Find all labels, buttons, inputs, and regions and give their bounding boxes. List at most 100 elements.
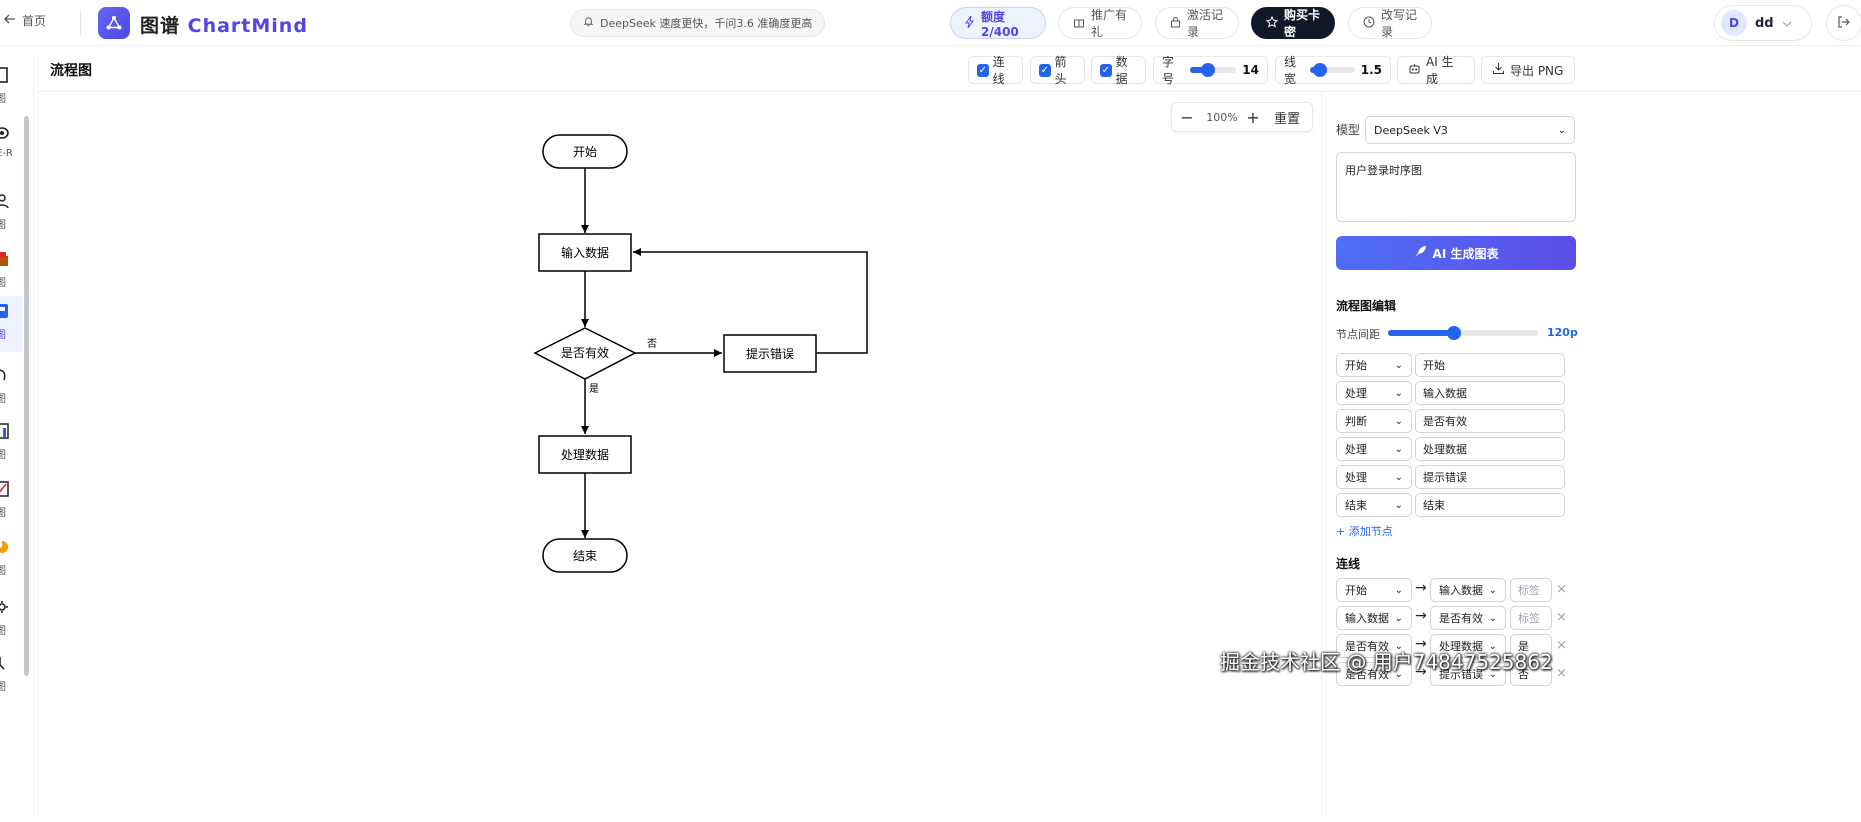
lines-checkbox-label: 连线 xyxy=(992,55,1005,86)
edge-from-value: 开始 xyxy=(1345,584,1367,597)
buy-key-button[interactable]: 购买卡密 xyxy=(1251,7,1335,39)
chevron-down-icon: ⌄ xyxy=(1394,415,1403,427)
edge-from-select[interactable]: 输入数据⌄ xyxy=(1336,606,1412,630)
watermark: 掘金技术社区 @ 用户7484752586​2 xyxy=(1220,650,1553,674)
node-text-input[interactable]: 提示错误 xyxy=(1415,465,1565,489)
logout-icon xyxy=(1837,14,1851,33)
zoom-out-button[interactable]: − xyxy=(1180,107,1194,127)
node-text-input[interactable]: 输入数据 xyxy=(1415,381,1565,405)
node-text-input[interactable]: 开始 xyxy=(1415,353,1565,377)
sidebar-item-label: 图 xyxy=(0,622,6,637)
close-icon[interactable]: × xyxy=(1556,582,1567,597)
prompt-textarea[interactable]: 用户登录时序图 xyxy=(1336,152,1576,222)
edge-to-select[interactable]: 提示错误⌄ xyxy=(1430,662,1506,686)
font-size-control: 字号 14 xyxy=(1153,55,1268,86)
edge-to-value: 是否有效 xyxy=(1439,612,1483,625)
ai-generate-chart-button[interactable]: AI 生成图表 xyxy=(1336,236,1576,270)
sidebar-item-people[interactable]: 图 xyxy=(0,186,22,242)
node-type-select[interactable]: 结束⌄ xyxy=(1336,493,1412,517)
export-png-button[interactable]: 导出 PNG xyxy=(1481,56,1575,84)
rewrite-history-button[interactable]: 改写记录 xyxy=(1348,7,1432,39)
sidebar-item-hand[interactable]: 图 xyxy=(0,360,22,416)
node-type-select[interactable]: 处理⌄ xyxy=(1336,437,1412,461)
sidebar-item-bar[interactable]: 图 xyxy=(0,416,22,472)
edge-no-label: 否 xyxy=(647,338,657,350)
reset-zoom-button[interactable]: 重置 xyxy=(1273,111,1300,127)
sidebar-item-doc[interactable]: 图 xyxy=(0,60,22,116)
arrow-right-icon: → xyxy=(1415,608,1427,624)
slider-thumb[interactable] xyxy=(1200,63,1215,77)
edge-from-value: 是否有效 xyxy=(1345,668,1389,681)
page-title: 流程图 xyxy=(50,63,92,79)
edge-label-input[interactable]: 是 xyxy=(1510,634,1552,658)
slider-thumb[interactable] xyxy=(1313,63,1328,77)
app-logo[interactable] xyxy=(98,7,130,39)
node-decision-label: 是否有效 xyxy=(561,345,609,360)
node-type-value: 判断 xyxy=(1345,415,1367,428)
check-icon: ✓ xyxy=(1100,63,1112,77)
activation-button[interactable]: 激活记录 xyxy=(1155,7,1239,39)
edge-to-select[interactable]: 处理数据⌄ xyxy=(1430,634,1506,658)
editor-toolbar: 流程图 ✓ 连线 ✓ 箭头 ✓ 数据 字号 14 线宽 1.5 AI 生成 xyxy=(35,46,1861,92)
promo-button[interactable]: 推广有礼 xyxy=(1058,7,1142,39)
close-icon[interactable]: × xyxy=(1556,610,1567,625)
ai-generate-button[interactable]: AI 生成 xyxy=(1397,55,1475,86)
user-menu[interactable]: D dd xyxy=(1714,5,1812,41)
ai-generate-label: AI 生成 xyxy=(1426,55,1454,86)
chevron-down-icon: ⌄ xyxy=(1394,359,1403,371)
star-icon xyxy=(1265,15,1279,31)
edge-to-select[interactable]: 输入数据⌄ xyxy=(1430,578,1506,602)
sidebar-item-er[interactable]: E-R xyxy=(0,118,22,174)
node-type-select[interactable]: 处理⌄ xyxy=(1336,465,1412,489)
brand-cn: 图谱 xyxy=(140,15,181,37)
node-text-input[interactable]: 处理数据 xyxy=(1415,437,1565,461)
chevron-down-icon: ⌄ xyxy=(1394,387,1403,399)
lines-checkbox[interactable]: ✓ 连线 xyxy=(968,55,1023,86)
font-size-slider[interactable] xyxy=(1189,63,1237,77)
edge-label-input[interactable]: 标签 xyxy=(1510,606,1552,630)
node-type-select[interactable]: 判断 ⌄ xyxy=(1336,409,1412,433)
buy-key-label: 购买卡密 xyxy=(1284,8,1321,39)
edge-label-input[interactable]: 否 xyxy=(1510,662,1552,686)
add-node-button[interactable]: + 添加节点 xyxy=(1336,525,1393,538)
edge-from-select[interactable]: 开始⌄ xyxy=(1336,578,1412,602)
zoom-level: 100% xyxy=(1206,110,1238,124)
font-size-value: 14 xyxy=(1242,63,1259,77)
gift-icon xyxy=(1073,16,1085,31)
slider-thumb[interactable] xyxy=(1447,326,1461,340)
edge-from-select[interactable]: 是否有效⌄ xyxy=(1336,634,1412,658)
flowchart-diagram: 开始 输入数据 是否有效 提示错误 处理数据 结束 否 是 xyxy=(533,134,868,573)
data-checkbox[interactable]: ✓ 数据 xyxy=(1091,55,1146,86)
node-text-input[interactable]: 结束 xyxy=(1415,493,1565,517)
box-icon xyxy=(0,250,10,268)
sidebar-item-gear[interactable]: 图 xyxy=(0,592,22,648)
node-type-select[interactable]: 开始⌄ xyxy=(1336,353,1412,377)
sidebar-scrollbar[interactable] xyxy=(24,116,29,676)
node-type-select[interactable]: 处理⌄ xyxy=(1336,381,1412,405)
sidebar-item-flow[interactable]: 图 xyxy=(0,296,22,352)
activation-label: 激活记录 xyxy=(1187,8,1224,39)
quota-badge[interactable]: 额度 2/400 xyxy=(950,7,1046,39)
brand-name: 图谱 ChartMind xyxy=(140,11,308,38)
edge-to-select[interactable]: 是否有效⌄ xyxy=(1430,606,1506,630)
sidebar-item-pie[interactable]: 图 xyxy=(0,532,22,588)
edge-label-input[interactable]: 标签 xyxy=(1510,578,1552,602)
close-icon[interactable]: × xyxy=(1556,666,1567,681)
edge-from-select[interactable]: 是否有效⌄ xyxy=(1336,662,1412,686)
font-size-label: 字号 xyxy=(1162,55,1175,86)
zoom-in-button[interactable]: + xyxy=(1246,107,1260,127)
node-text-input[interactable]: 是否有效 xyxy=(1415,409,1565,433)
node-spacing-slider[interactable] xyxy=(1388,326,1538,340)
sidebar-item-box[interactable]: 图 xyxy=(0,244,22,300)
back-home-link[interactable]: 首页 xyxy=(4,12,46,29)
model-select[interactable]: DeepSeek V3 ⌄ xyxy=(1365,116,1575,144)
arrows-checkbox[interactable]: ✓ 箭头 xyxy=(1030,55,1085,86)
chevron-down-icon: ⌄ xyxy=(1488,584,1497,596)
line-width-slider[interactable] xyxy=(1310,63,1355,77)
flowchart-canvas[interactable]: 开始 输入数据 是否有效 提示错误 处理数据 结束 否 是 xyxy=(35,92,1321,818)
clock-icon xyxy=(1363,16,1375,31)
close-icon[interactable]: × xyxy=(1556,638,1567,653)
sidebar-item-tree[interactable]: 图 xyxy=(0,648,22,704)
sidebar-item-line[interactable]: 图 xyxy=(0,474,22,530)
logout-button[interactable] xyxy=(1826,5,1861,41)
